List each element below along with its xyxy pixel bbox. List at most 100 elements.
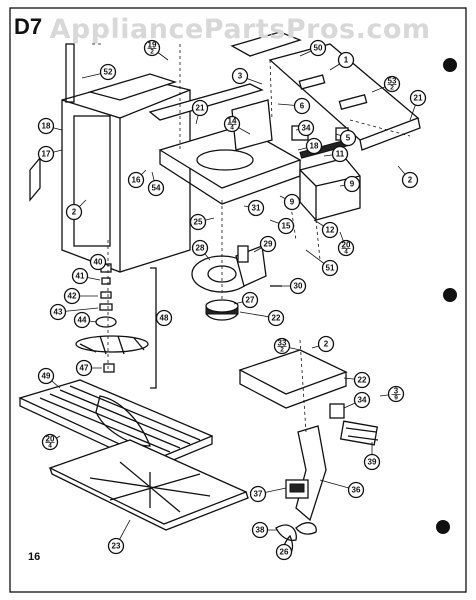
part-callout-22: 22 [353,371,371,389]
callout-circle [283,193,301,211]
callout-label: 49 [42,372,51,381]
part-callout-33: 332 [273,337,291,355]
part-callout-50: 50 [309,39,327,57]
callout-circle [353,391,371,409]
page-border [9,7,467,593]
callout-circle [309,39,327,57]
callout-circle [191,239,209,257]
callout-circle [191,99,209,117]
callout-label: 16 [132,176,141,185]
callout-label: 39 [368,458,377,467]
callout-circle [241,291,259,309]
part-callout-43: 43 [49,303,67,321]
callout-circle [347,481,365,499]
part-callout-34: 34 [297,119,315,137]
callout-circle [75,359,93,377]
callout-quantity: 4 [230,125,234,132]
part-callout-15: 15 [277,217,295,235]
callout-label: 26 [280,548,289,557]
callout-label: 9 [350,180,355,189]
part-callout-20: 204 [41,433,59,451]
callout-circle [251,521,269,539]
part-callout-19: 192 [143,39,161,57]
part-callout-31: 31 [247,199,265,217]
assembly-lines [92,43,411,433]
part-callout-28: 28 [191,239,209,257]
part-callout-16: 16 [127,171,145,189]
callout-label: 54 [152,184,161,193]
callout-circle [275,543,293,561]
callout-circle [65,203,83,221]
callout-circle [363,453,381,471]
callout-label: 41 [76,272,85,281]
callout-label: 1 [344,56,349,65]
part-callout-17: 17 [37,145,55,163]
top-cover [230,31,421,151]
callout-quantity: 4 [344,249,348,256]
part-callout-12: 12 [321,221,339,239]
callout-circle [99,63,117,81]
callout-circle [189,213,207,231]
part-callout-27: 27 [241,291,259,309]
callout-label: 37 [254,490,263,499]
callout-label: 21 [414,94,423,103]
callout-circle [409,89,427,107]
callout-quantity: 2 [150,49,154,56]
callout-label: 53 [388,77,397,86]
callout-circle [155,309,173,327]
part-callout-49: 49 [37,367,55,385]
callout-label: 2 [324,340,329,349]
callout-label: 17 [42,150,51,159]
part-callout-26: 26 [275,543,293,561]
callout-circle [247,199,265,217]
callout-circle [273,337,291,355]
callout-circle [337,239,355,257]
motor-plate [148,83,302,205]
callout-circle [127,171,145,189]
callout-label: 50 [314,44,323,53]
part-callout-30: 30 [289,277,307,295]
part-callout-41: 41 [71,267,89,285]
callout-circle [305,137,323,155]
callout-label: 38 [256,526,265,535]
part-callout-29: 29 [259,235,277,253]
callout-circle [339,129,357,147]
callout-circle [147,179,165,197]
callout-label: 29 [264,240,273,249]
page-code: D7 [14,14,43,39]
callout-label: 19 [148,41,157,50]
callout-label: 20 [342,241,351,250]
part-callout-18: 18 [305,137,323,155]
callout-circle [401,171,419,189]
part-callout-44: 44 [73,311,91,329]
callout-label: 33 [278,339,287,348]
callout-label: 15 [282,222,291,231]
callout-label: 34 [302,124,311,133]
callout-label: 23 [112,542,121,551]
part-callout-3: 39 [387,385,405,403]
callout-label: 40 [94,258,103,267]
callout-circle [143,39,161,57]
callout-circle [41,433,59,451]
callout-circle [71,267,89,285]
part-callout-9: 9 [343,175,361,193]
callout-circle [353,371,371,389]
callout-label: 21 [196,104,205,113]
callout-circle [317,335,335,353]
callout-label: 22 [358,376,367,385]
callout-circle [267,309,285,327]
callout-label: 22 [272,314,281,323]
part-callout-51: 51 [321,259,339,277]
part-callout-39: 39 [363,453,381,471]
callout-circle [343,175,361,193]
part-callout-18: 18 [37,117,55,135]
part-callout-22: 22 [267,309,285,327]
callout-label: 27 [246,296,255,305]
callout-label: 36 [352,486,361,495]
part-callout-34: 34 [353,391,371,409]
callout-circle [387,385,405,403]
part-callout-47: 47 [75,359,93,377]
cabinet-housing [29,43,191,273]
callout-quantity: 9 [394,395,398,402]
callout-label: 3 [394,387,399,396]
